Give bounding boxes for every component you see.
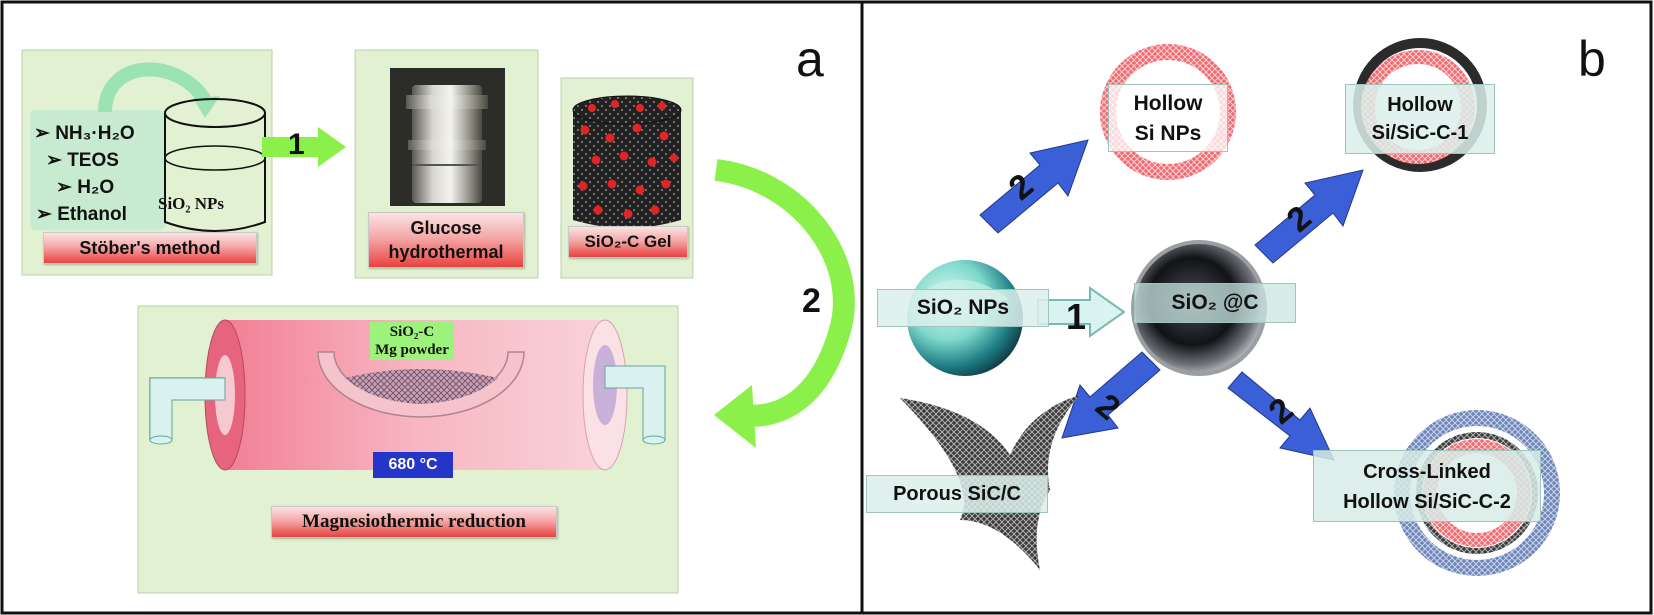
boat-label: SiO₂-C Mg powder xyxy=(370,322,454,360)
hydrothermal-label-line2: hydrothermal xyxy=(388,242,504,262)
boat-powder xyxy=(345,369,498,404)
core-shell-label: SiO₂ @C xyxy=(1134,283,1296,323)
reagent-teos: TEOS xyxy=(67,150,119,171)
step1-label-b: 1 xyxy=(1066,296,1087,337)
autoclave-ring xyxy=(408,140,486,150)
hollow-si-label: Hollow Si NPs xyxy=(1108,84,1228,152)
sio2-particles xyxy=(578,100,678,219)
reagent-h2o: H₂O xyxy=(77,177,115,198)
bullet-icon: ➢ xyxy=(34,123,56,144)
panel-a-letter: a xyxy=(796,31,824,87)
step2-label-a: 2 xyxy=(802,282,821,320)
hydrothermal-label-line1: Glucose xyxy=(410,218,482,238)
arrow-to-porous xyxy=(1061,351,1161,439)
reagent-item: ➢ TEOS xyxy=(34,147,135,174)
step1-label-a: 1 xyxy=(288,128,305,161)
outlet-pipe-end xyxy=(642,435,666,445)
bullet-icon: ➢ xyxy=(46,150,68,171)
bullet-icon: ➢ xyxy=(56,177,78,198)
temperature-badge: 680 °C xyxy=(373,452,453,478)
hollow-sic1-label-line1: Hollow xyxy=(1387,94,1453,116)
reagent-item: ➢ NH₃·H₂O xyxy=(34,120,135,147)
inlet-pipe-end xyxy=(149,435,173,445)
beaker-liquid-surface xyxy=(164,145,266,171)
step2-arrows-b xyxy=(979,139,1364,461)
magnesiothermic-label: Magnesiothermic reduction xyxy=(271,506,557,538)
reagent-list: ➢ NH₃·H₂O ➢ TEOS ➢ H₂O ➢ Ethanol xyxy=(34,120,135,228)
boat-label-line1: SiO₂-C xyxy=(389,324,435,340)
arrow-to-hollow-sic1 xyxy=(1254,169,1364,264)
gel-cylinder-body xyxy=(573,110,681,228)
reagent-item: ➢ H₂O xyxy=(34,174,135,201)
reagent-panel xyxy=(30,110,165,230)
gel-cylinder-top xyxy=(572,95,682,125)
arrow-to-hollow-si xyxy=(979,139,1089,234)
stober-method-label: Stöber's method xyxy=(43,232,257,264)
hollow-si-label-line1: Hollow xyxy=(1133,92,1203,115)
step1-arrow-a xyxy=(262,127,346,167)
bullet-icon: ➢ xyxy=(36,204,58,225)
crosslinked-label-line1: Cross-Linked xyxy=(1363,461,1491,483)
transfer-arrow-head xyxy=(193,96,220,118)
sio2-nps-label: SiO₂ NPs xyxy=(877,289,1049,327)
reagent-nh3: NH₃·H₂O xyxy=(55,123,135,144)
reagent-ethanol: Ethanol xyxy=(57,204,127,225)
crosslinked-label-line2: Hollow Si/SiC-C-2 xyxy=(1343,491,1511,513)
boat-label-line2: Mg powder xyxy=(375,342,449,358)
hollow-si-label-line2: Si NPs xyxy=(1134,122,1202,145)
arrow-to-crosslinked xyxy=(1227,371,1335,461)
gel-label: SiO₂-C Gel xyxy=(568,226,688,258)
step2-arrow-a-head xyxy=(714,385,756,448)
step2-arrow-a-shaft xyxy=(714,159,855,427)
transfer-arrow-shaft xyxy=(98,62,211,113)
panel-b-letter: b xyxy=(1578,31,1606,87)
beaker-body xyxy=(164,113,266,232)
reagent-item: ➢ Ethanol xyxy=(34,201,135,228)
hollow-sic1-label-line2: Si/SiC-C-1 xyxy=(1371,122,1469,144)
crosslinked-label: Cross-Linked Hollow Si/SiC-C-2 xyxy=(1313,450,1541,522)
beaker-label: SiO₂ NPs xyxy=(158,194,225,213)
hydrothermal-label: Glucose hydrothermal xyxy=(368,212,524,268)
hollow-sic1-label: Hollow Si/SiC-C-1 xyxy=(1345,84,1495,154)
panel-b-frame xyxy=(860,0,1653,615)
autoclave-flange xyxy=(406,95,488,109)
porous-sic-label: Porous SiC/C xyxy=(866,475,1048,513)
